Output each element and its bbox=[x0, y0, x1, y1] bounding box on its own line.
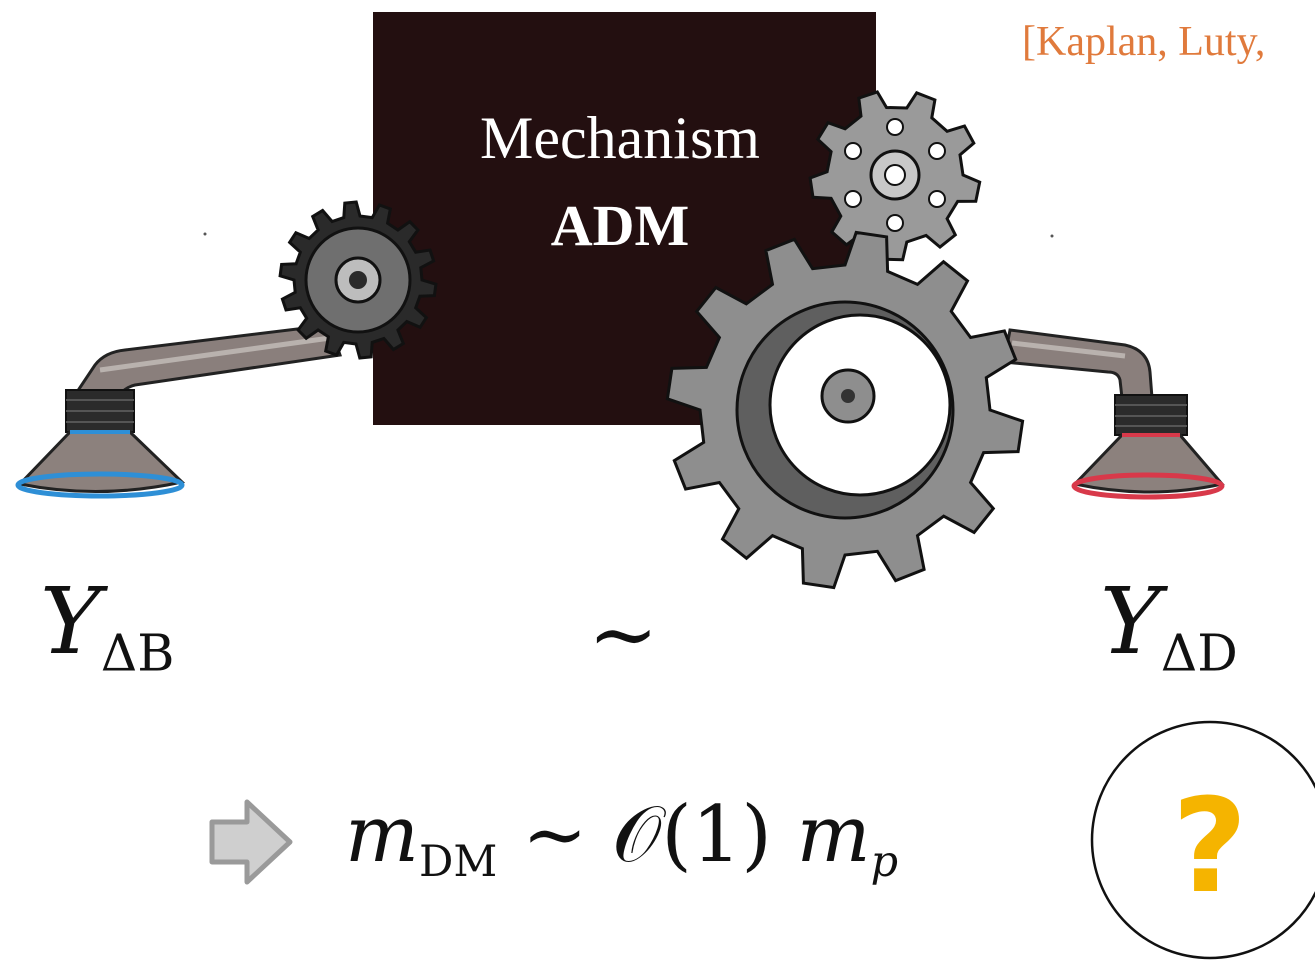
top-gear-hole-0 bbox=[886, 118, 904, 136]
proton-mass-sub: p bbox=[870, 837, 899, 887]
implies-arrow-icon bbox=[209, 799, 293, 885]
right-asymmetry-var: Y bbox=[1100, 568, 1161, 675]
top-gear-hole bbox=[884, 164, 906, 186]
right-asymmetry-sub: ΔD bbox=[1160, 623, 1238, 683]
left-asymmetry: YΔB bbox=[40, 568, 174, 683]
left-asymmetry-var: Y bbox=[40, 568, 101, 675]
citation: [Kaplan, Luty, bbox=[1022, 19, 1266, 65]
top-relation: ∼ bbox=[588, 585, 659, 683]
question-mark: ? bbox=[1172, 770, 1248, 922]
mass-relation: mDM ∼ 𝒪(1) mp bbox=[345, 790, 898, 887]
small-gear-left-hole bbox=[349, 271, 367, 289]
order-one: 𝒪(1) bbox=[612, 790, 772, 880]
top-gear-hole-5 bbox=[844, 142, 862, 160]
right-asymmetry: YΔD bbox=[1100, 568, 1238, 683]
top-gear-hole-4 bbox=[844, 190, 862, 208]
stray-dot bbox=[203, 232, 207, 236]
question-circle bbox=[1090, 720, 1315, 960]
top-gear-hole-3 bbox=[886, 214, 904, 232]
stray-dot bbox=[1050, 234, 1054, 238]
mechanism-label: Mechanism bbox=[480, 105, 760, 171]
left-asymmetry-sub: ΔB bbox=[100, 623, 175, 683]
adm-label: ADM bbox=[550, 193, 690, 258]
dm-mass-sub: DM bbox=[418, 837, 498, 887]
dm-mass-var: m bbox=[345, 790, 419, 880]
right-pipe-arm bbox=[1002, 328, 1225, 500]
left-pipe-arm bbox=[15, 323, 342, 499]
proton-mass-var: m bbox=[796, 790, 871, 880]
top-gear-hole-2 bbox=[928, 190, 946, 208]
top-gear-hole-1 bbox=[928, 142, 946, 160]
big-gear-hub-hole bbox=[841, 389, 855, 403]
mass-relation-sim: ∼ bbox=[522, 790, 588, 880]
